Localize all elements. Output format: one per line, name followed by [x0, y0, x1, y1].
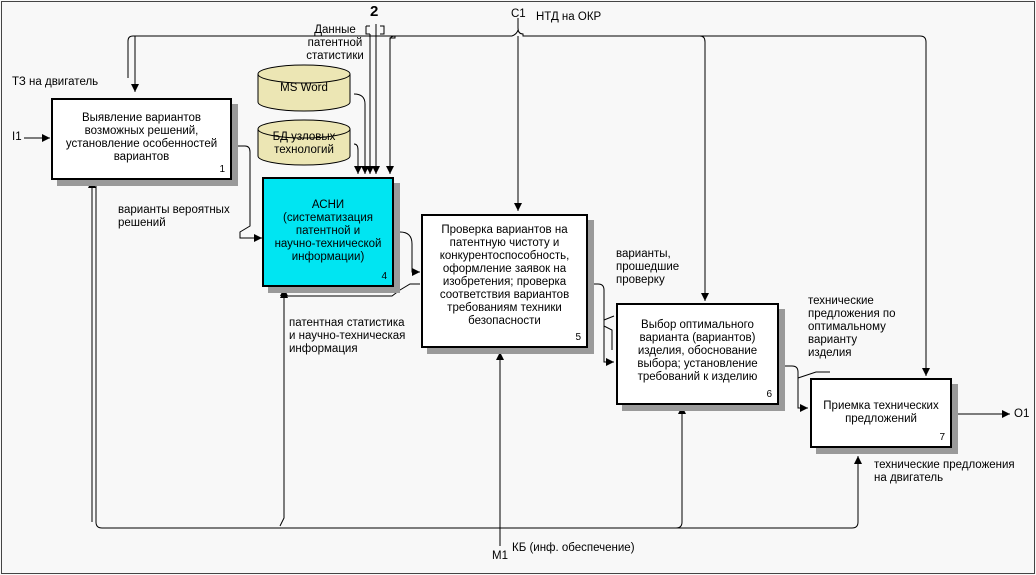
- label-o1: O1: [1014, 408, 1030, 420]
- mechanism-to-box6: [675, 406, 686, 529]
- database-cylinders: [257, 64, 351, 166]
- box-number: 6: [766, 389, 772, 400]
- control-to-box6: [699, 35, 709, 301]
- label-i1: I1: [12, 131, 22, 143]
- process-box-5[interactable]: Проверка вариантов на патентную чистоту …: [421, 214, 588, 348]
- label-kb: КБ (инф. обеспечение): [512, 542, 635, 554]
- process-box-1[interactable]: Выявление вариантов возможных решений, у…: [51, 98, 232, 180]
- label-c1: C1: [511, 8, 526, 20]
- label-ntd: НТД на ОКР: [536, 11, 602, 23]
- label-patent-data: Данные патентной статистики: [306, 24, 364, 62]
- label-patent-statistics: патентная статистика и научно-техническа…: [289, 317, 406, 355]
- process-box-7[interactable]: Приемка технических предложений 7: [810, 378, 952, 448]
- box-number: 1: [219, 164, 225, 175]
- database-ms-word: MS Word: [280, 82, 328, 94]
- label-m1: M1: [492, 550, 508, 562]
- process-box-6[interactable]: Выбор оптимального варианта (вариантов) …: [616, 303, 779, 405]
- control-bus-line: [127, 35, 512, 78]
- mechanism-to-box4: [279, 288, 288, 527]
- box-number: 4: [381, 271, 387, 282]
- label-variants-passed: варианты, прошедшие проверку: [616, 248, 680, 286]
- box-number: 5: [575, 332, 581, 343]
- database-bd-technologies: БД узловых технологий: [272, 131, 336, 156]
- label-tech-proposals: технические предложения по оптимальному …: [808, 295, 896, 359]
- label-tz: ТЗ на двигатель: [12, 76, 99, 88]
- label-tech-engine: технические предложения на двигатель: [874, 459, 1015, 484]
- box-number: 7: [939, 432, 945, 443]
- label-tunnel-2: 2: [370, 3, 379, 20]
- process-box-4-asni[interactable]: АСНИ (систематизация патентной и научно-…: [262, 177, 394, 287]
- control-to-box4a: [386, 35, 396, 174]
- label-variants-probable: варианты вероятных решений: [118, 204, 230, 229]
